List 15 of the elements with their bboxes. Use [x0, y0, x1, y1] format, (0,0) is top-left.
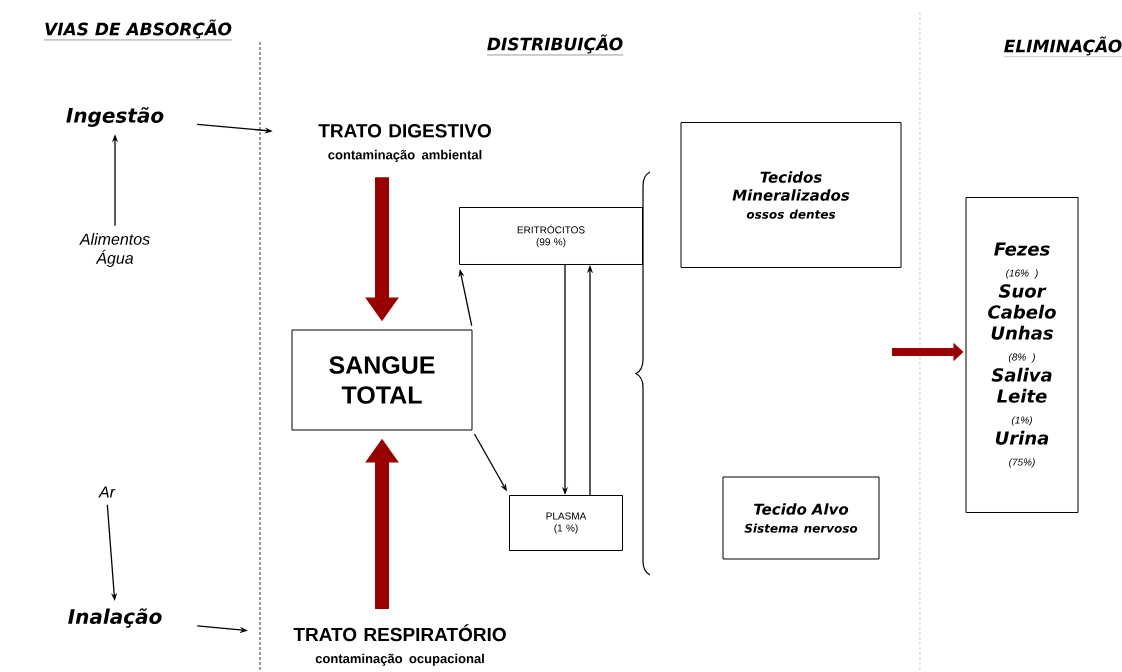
process-box: SANGUE TOTAL: [291, 329, 473, 431]
text-label: Ingestão: [66, 107, 164, 127]
text-label: Inalação: [68, 608, 162, 628]
process-box: ERITRÓCITOS (99 %): [459, 207, 643, 265]
tissue-box: Tecidos Mineralizados ossos dentes: [680, 122, 902, 268]
text-label: Ar: [98, 486, 116, 498]
section-heading: DISTRIBUIÇÃO: [486, 34, 624, 56]
tissue-box: Tecido Alvo Sistema nervoso: [722, 476, 880, 560]
section-heading: VIAS DE ABSORÇÃO: [43, 19, 233, 41]
text-label: TRATO DIGESTIVO contaminação ambiental: [318, 124, 491, 162]
text-label: TRATO RESPIRATÓRIO contaminação ocupacional: [293, 624, 506, 666]
process-box: PLASMA (1 %): [509, 495, 623, 551]
elimination-box: Fezes (16% ) Suor Cabelo Unhas (8% ) Saliva Leite (1%) Urina (75%): [965, 197, 1079, 513]
section-heading: ELIMINAÇÃO: [1003, 36, 1122, 58]
text-label: Alimentos Água: [79, 233, 150, 267]
